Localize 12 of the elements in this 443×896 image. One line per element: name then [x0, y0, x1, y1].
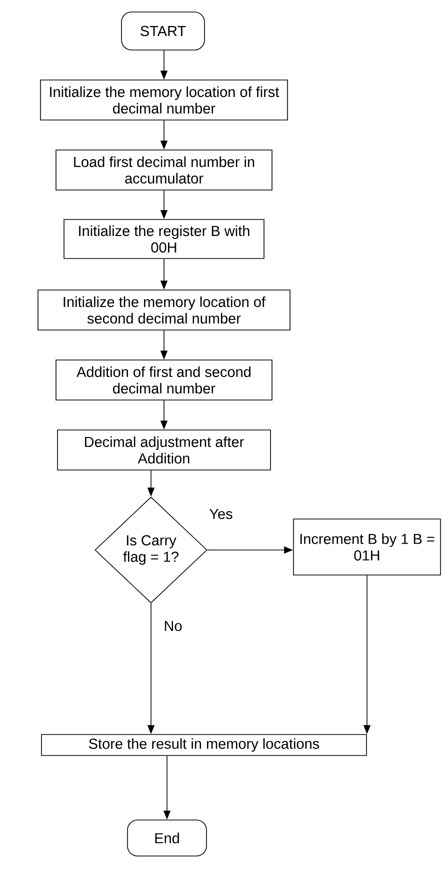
edge-label: Yes: [208, 508, 234, 520]
process-box: Initialize the memory location of first decimal number: [40, 80, 288, 120]
process-box: Increment B by 1 B = 01H: [293, 518, 441, 576]
process-box: Store the result in memory locations: [41, 734, 367, 756]
process-box: Addition of first and second decimal number: [56, 360, 272, 400]
terminal-box: START: [121, 12, 205, 50]
terminal-box: End: [127, 820, 207, 856]
process-box: Decimal adjustment after Addition: [57, 430, 271, 470]
edge-label: No: [162, 620, 184, 632]
process-box: Load first decimal number in accumulator: [56, 150, 272, 190]
process-box: Initialize the register B with 00H: [64, 219, 264, 259]
process-box: Initialize the memory location of second decimal number: [38, 290, 290, 330]
